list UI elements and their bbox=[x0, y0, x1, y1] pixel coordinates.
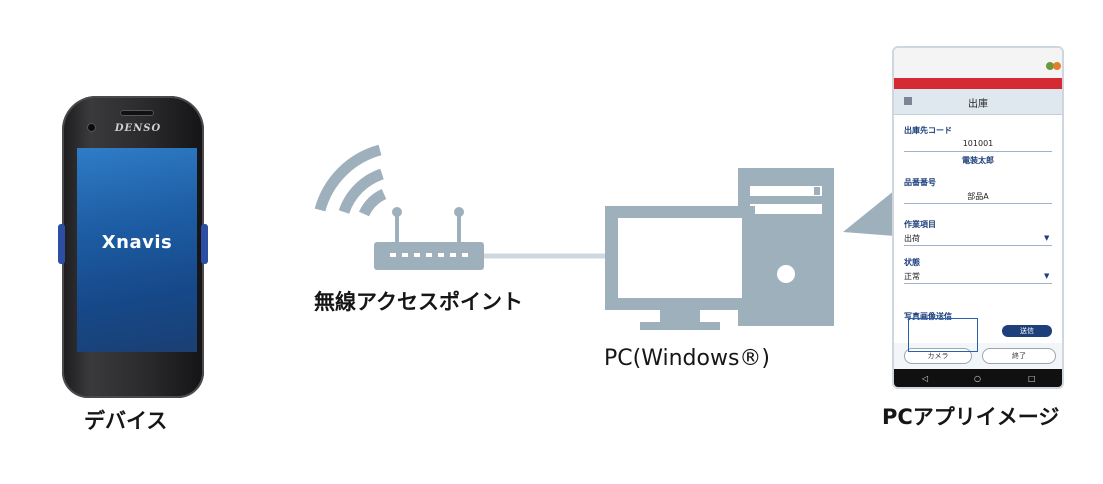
phone-speaker bbox=[120, 110, 154, 116]
android-nav-bar: ◁ ○ □ bbox=[894, 369, 1062, 387]
field1-label: 出庫先コード bbox=[904, 126, 952, 135]
field4-value[interactable]: 正常 bbox=[904, 272, 920, 281]
field1-underline bbox=[904, 151, 1052, 152]
status-green-icon bbox=[1046, 62, 1054, 70]
phone-body: DENSO Xnavis bbox=[62, 96, 204, 398]
device-label: デバイス bbox=[84, 409, 168, 433]
field3-label: 作業項目 bbox=[904, 220, 936, 229]
pc-app-label: PCアプリイメージ bbox=[882, 405, 1060, 429]
app-header-title: 出庫 bbox=[968, 99, 988, 110]
app-header: 出庫 bbox=[894, 89, 1062, 115]
wifi-signal-icon bbox=[314, 144, 387, 217]
network-diagram bbox=[314, 144, 834, 330]
menu-icon[interactable] bbox=[904, 97, 912, 105]
phone-screen: Xnavis bbox=[77, 148, 197, 352]
app-form: 出庫先コード 101001 電装太郎 品番番号 部品A 作業項目 出荷 ▼ 状態… bbox=[894, 115, 1062, 343]
device-phone: DENSO Xnavis bbox=[58, 96, 208, 398]
phone-screen-text: Xnavis bbox=[101, 232, 173, 253]
status-orange-icon bbox=[1053, 62, 1061, 70]
router-label: 無線アクセスポイント bbox=[314, 290, 523, 314]
router-icon bbox=[374, 207, 484, 270]
exit-button[interactable]: 終了 bbox=[982, 348, 1056, 364]
pc-label: PC(Windows®) bbox=[604, 346, 770, 371]
phone-camera bbox=[88, 124, 95, 131]
pc-app-screen: 出庫 出庫先コード 101001 電装太郎 品番番号 部品A 作業項目 出荷 ▼… bbox=[892, 46, 1064, 389]
highlight-box bbox=[908, 318, 978, 352]
dropdown-caret-icon[interactable]: ▼ bbox=[1044, 272, 1050, 280]
callout-pointer bbox=[843, 190, 895, 236]
field3-value[interactable]: 出荷 bbox=[904, 234, 920, 243]
field1-subvalue: 電装太郎 bbox=[962, 156, 994, 165]
pc-monitor-icon bbox=[605, 206, 755, 330]
field3-underline bbox=[904, 245, 1052, 246]
field4-underline bbox=[904, 283, 1052, 284]
app-notification-bar bbox=[894, 78, 1062, 89]
app-status-bar bbox=[894, 48, 1062, 78]
send-button[interactable]: 送信 bbox=[1002, 325, 1052, 337]
dropdown-caret-icon[interactable]: ▼ bbox=[1044, 234, 1050, 242]
phone-side-button-left bbox=[58, 224, 65, 264]
phone-brand: DENSO bbox=[114, 123, 162, 134]
back-icon[interactable]: ◁ bbox=[922, 374, 929, 383]
field2-underline bbox=[904, 203, 1052, 204]
home-icon[interactable]: ○ bbox=[974, 374, 981, 383]
app-bottom-bar: カメラ 終了 bbox=[894, 343, 1062, 369]
field2-label: 品番番号 bbox=[904, 178, 936, 187]
field1-value[interactable]: 101001 bbox=[962, 139, 994, 148]
field5-label: 写真画像送信 bbox=[904, 312, 952, 321]
recents-icon[interactable]: □ bbox=[1028, 374, 1036, 383]
field2-value[interactable]: 部品A bbox=[967, 192, 989, 201]
field4-label: 状態 bbox=[904, 258, 920, 267]
camera-button[interactable]: カメラ bbox=[904, 348, 972, 364]
phone-side-button-right bbox=[201, 224, 208, 264]
